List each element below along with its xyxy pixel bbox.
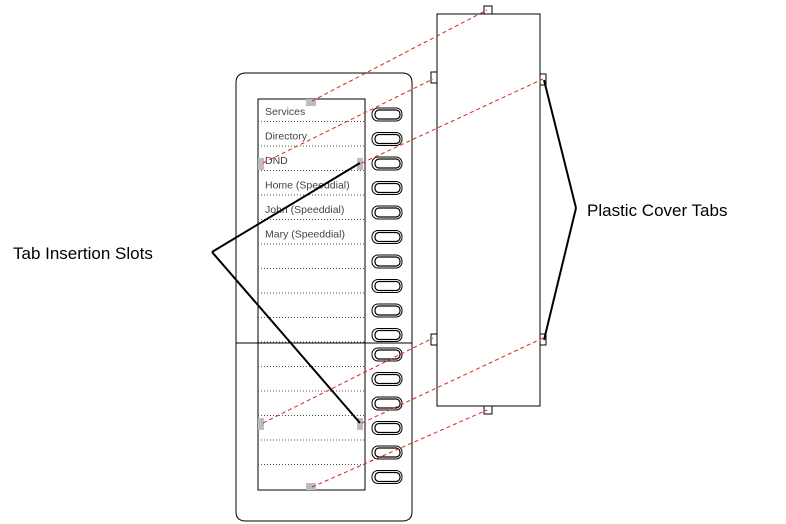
guide-right-lower <box>361 337 544 424</box>
guide-top <box>311 9 488 102</box>
callout-slots-upper <box>211 162 361 253</box>
line-key-button[interactable] <box>371 421 403 435</box>
line-key-button[interactable] <box>371 156 403 171</box>
line-key-button[interactable] <box>371 107 403 122</box>
line-key-button[interactable] <box>371 347 403 362</box>
guide-bottom <box>311 409 488 488</box>
line-key-button[interactable] <box>371 445 403 460</box>
card-entry-label: John (Speeddial) <box>265 204 344 216</box>
tab-slot-right-lower <box>357 418 363 430</box>
cover-tab-top <box>483 5 493 15</box>
label-card-dividers <box>258 121 365 465</box>
line-key-button[interactable] <box>371 396 403 411</box>
card-entry-label: Home (Speeddial) <box>265 180 350 192</box>
tab-slot-bottom <box>306 483 316 490</box>
cover-outline <box>436 13 541 407</box>
plastic-cover-tabs-label: Plastic Cover Tabs <box>587 201 727 220</box>
module-outline <box>235 72 413 522</box>
tab-slot-left-upper <box>258 158 264 170</box>
card-entry-label: Services <box>265 106 305 118</box>
line-key-button[interactable] <box>371 470 403 484</box>
line-key-button[interactable] <box>371 372 403 386</box>
card-entry-label: DND <box>265 155 288 167</box>
tab-insertion-slots-label: Tab Insertion Slots <box>13 244 153 263</box>
card-entry-label: Directory <box>265 131 308 143</box>
line-keys <box>371 107 403 484</box>
plastic-cover <box>430 5 547 415</box>
cover-tab-bottom <box>483 405 493 415</box>
guide-left-lower <box>262 337 434 424</box>
guide-left-upper <box>262 78 434 164</box>
line-key-button[interactable] <box>371 181 403 195</box>
callout-tabs-lower <box>543 207 577 341</box>
card-entry-label: Mary (Speeddial) <box>265 229 345 241</box>
guide-right-upper <box>361 78 544 164</box>
line-key-button[interactable] <box>371 254 403 269</box>
callout-slots-lower <box>211 251 361 424</box>
line-key-button[interactable] <box>371 132 403 146</box>
line-key-button[interactable] <box>371 230 403 244</box>
line-key-button[interactable] <box>371 279 403 293</box>
cover-tab-left-lower <box>430 333 438 346</box>
cover-tab-left-upper <box>430 71 438 84</box>
line-key-button[interactable] <box>371 303 403 318</box>
tab-slot-left-lower <box>258 418 264 430</box>
line-key-button[interactable] <box>371 205 403 220</box>
alignment-guides <box>262 9 544 488</box>
callout-tabs-upper <box>543 79 577 209</box>
tab-slot-top <box>306 99 316 106</box>
line-key-button[interactable] <box>371 328 403 342</box>
callout-lines <box>211 79 577 424</box>
